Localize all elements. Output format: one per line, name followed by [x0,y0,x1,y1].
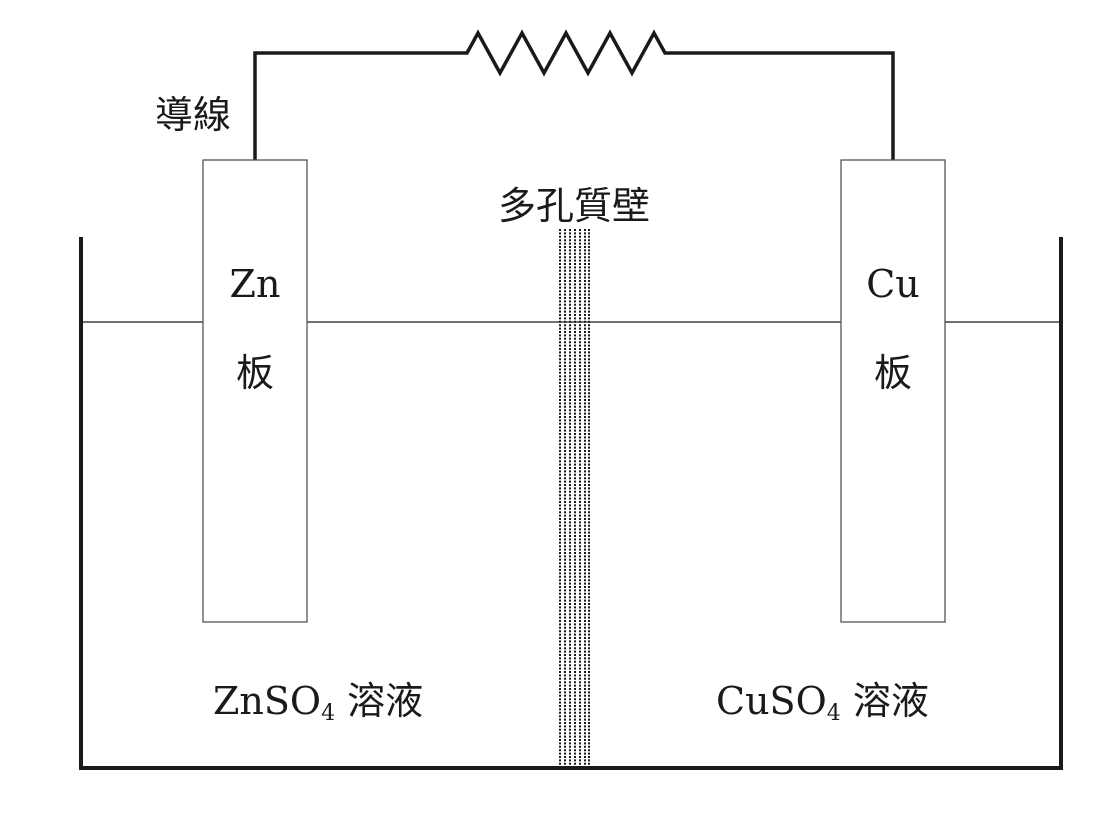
cu-electrode-suffix: 板 [873,351,913,395]
circuit-wire [253,29,895,160]
porous-wall-label: 多孔質壁 [497,184,651,228]
zn-solution-formula: ZnSO [213,679,322,723]
cu-solution-label: CuSO4 溶液 [716,670,929,726]
zn-solution-label: ZnSO4 溶液 [213,670,423,726]
cu-electrode-symbol: Cu [866,262,920,306]
cu-solution-formula: CuSO [716,679,827,723]
zn-solution-subscript: 4 [321,701,336,726]
zn-electrode [202,159,308,623]
zn-electrode-symbol: Zn [229,262,281,306]
zn-solution-suffix: 溶液 [347,679,424,723]
cu-solution-subscript: 4 [826,701,841,726]
zn-electrode-suffix: 板 [235,351,275,395]
cu-electrode [840,159,946,623]
wire-label: 導線 [155,93,232,137]
cu-solution-suffix: 溶液 [852,679,929,723]
beaker [79,237,1063,770]
porous-wall [559,229,590,766]
